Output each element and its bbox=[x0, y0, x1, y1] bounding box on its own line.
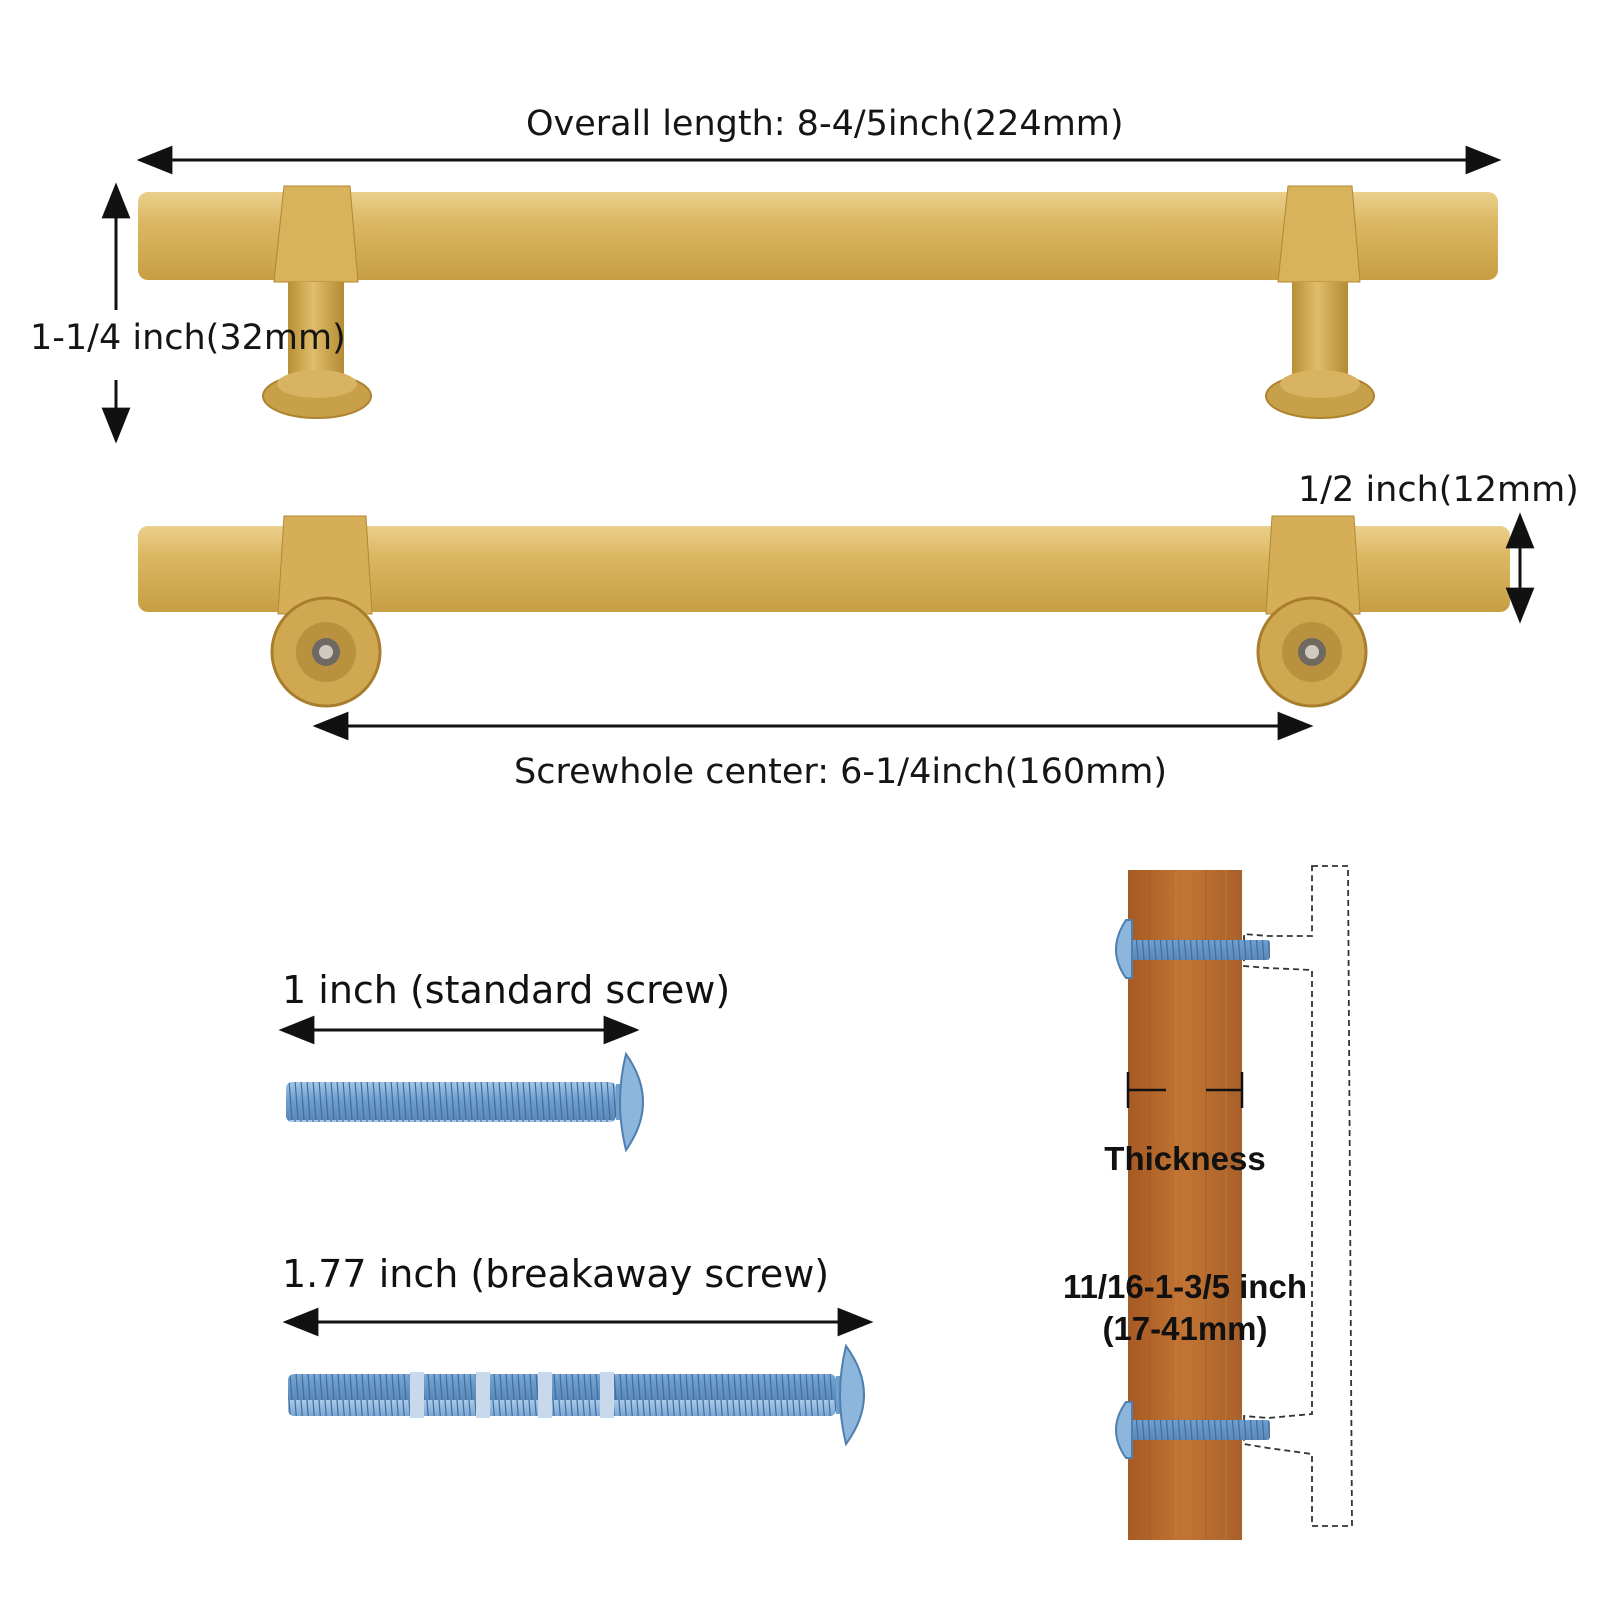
thickness-range-label: 11/16-1-3/5 inch bbox=[1063, 1268, 1307, 1305]
handle-outline-dashed bbox=[1243, 865, 1353, 1527]
thickness-range-mm-label: (17-41mm) bbox=[1102, 1310, 1268, 1347]
left-post bbox=[288, 282, 344, 378]
diameter-label: 1/2 inch(12mm) bbox=[1298, 470, 1579, 510]
height-label: 1-1/4 inch(32mm) bbox=[30, 318, 346, 358]
door-screw-top bbox=[1115, 919, 1270, 979]
standard-screw bbox=[286, 1051, 644, 1153]
right-screwhole-base bbox=[1256, 596, 1368, 708]
thickness-title: Thickness bbox=[1104, 1140, 1266, 1177]
handle-bar bbox=[138, 192, 1498, 280]
door-cross-section bbox=[1115, 865, 1353, 1540]
right-post bbox=[1292, 282, 1348, 378]
right-collar bbox=[1277, 185, 1361, 283]
standard-screw-label: 1 inch (standard screw) bbox=[282, 968, 731, 1012]
left-collar bbox=[273, 185, 359, 283]
screwhole-center-label: Screwhole center: 6-1/4inch(160mm) bbox=[514, 752, 1167, 792]
handle-bar-2 bbox=[138, 526, 1510, 612]
handle-bottom-view bbox=[138, 515, 1510, 708]
handle-side-view bbox=[138, 185, 1498, 419]
overall-length-label: Overall length: 8-4/5inch(224mm) bbox=[526, 104, 1124, 144]
right-collar-2 bbox=[1265, 515, 1361, 615]
left-collar-2 bbox=[277, 515, 373, 615]
breakaway-screw bbox=[288, 1343, 865, 1447]
left-screwhole-base bbox=[270, 596, 382, 708]
thickness-marker bbox=[1126, 1072, 1244, 1108]
breakaway-screw-label: 1.77 inch (breakaway screw) bbox=[282, 1252, 830, 1296]
door-screw-bottom bbox=[1115, 1401, 1270, 1459]
